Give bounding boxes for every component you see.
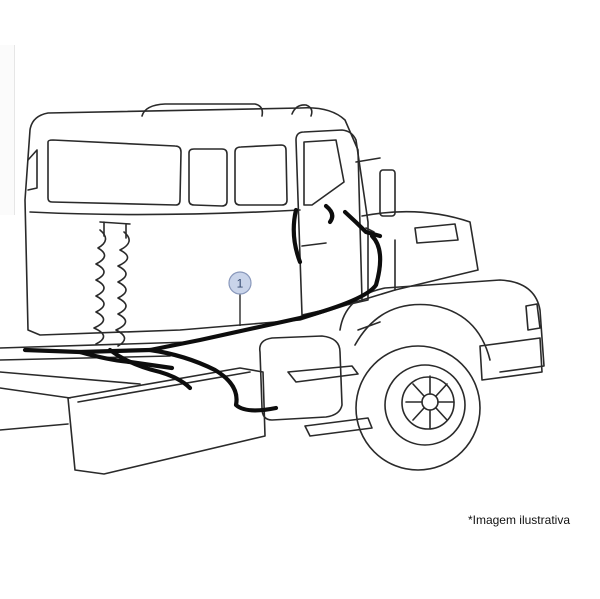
harness-branch-rear [107,347,193,391]
mirror-arm [355,157,381,233]
air-coil-right [115,231,130,347]
fuel-tank [258,335,343,421]
hood-badge [414,223,459,244]
front-tire-inner [384,364,466,446]
rear-window-side [234,144,288,206]
illustrative-image-caption: *Imagem ilustrativa [467,513,570,527]
callout-1: 1 [228,271,252,326]
coil-connectors [99,221,131,239]
page-edge-strip [0,45,15,215]
door-window [303,139,345,206]
harness-mirror-run [342,209,383,239]
battery-box [67,367,266,475]
fender-lower [357,321,381,331]
door-handle [301,242,327,247]
door-outline [295,129,369,316]
cab-belt-line [29,209,301,216]
harness-branch-tank [147,347,279,413]
rear-window-mid [188,148,228,207]
air-coil-left [93,229,107,345]
hood-top [361,210,479,301]
fender-arch [354,303,491,361]
wiring-harness [22,233,383,355]
harness-branch-lower [77,349,175,371]
harness-door-loop [291,203,335,265]
tank-step-lower [304,417,373,437]
chassis-rail-lower [0,371,141,431]
antenna [291,104,313,117]
cab-roof-vent [141,103,264,117]
bumper [479,337,543,381]
battery-box-top-edge [77,371,251,403]
front-tire [355,345,481,471]
cab-corner [27,149,38,191]
tank-step-upper [287,365,359,383]
front-fender [339,279,545,373]
headlight [525,303,541,331]
rear-window-large [47,139,182,206]
callout-circle [228,271,252,295]
chassis-rail-upper [0,341,191,361]
wheel-spokes [405,375,455,429]
mirror-glass [379,169,396,217]
callout-number: 1 [237,277,244,291]
front-wheel-rim [401,376,455,430]
